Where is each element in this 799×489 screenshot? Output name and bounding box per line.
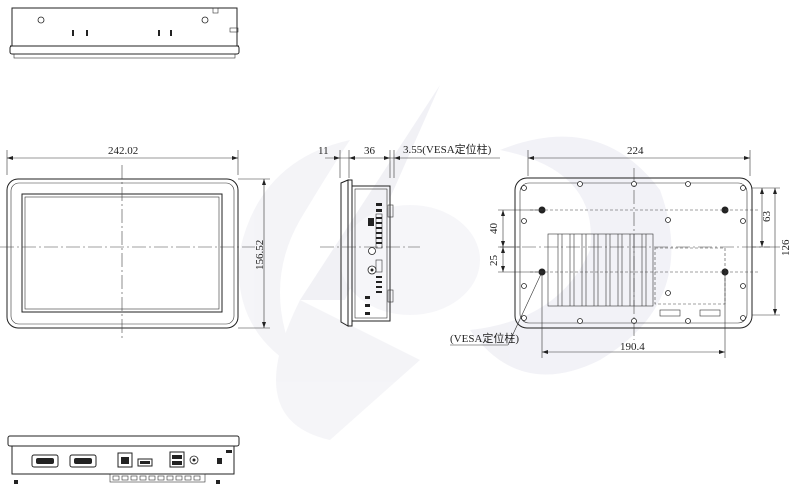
- rear-bottom-width-dim: 190.4: [620, 341, 645, 353]
- rear-vesa-label: (VESA定位柱): [450, 331, 519, 345]
- front-height-dim: 156.52: [254, 240, 266, 270]
- bottom-view: [7, 435, 240, 484]
- rear-width-dim: 224: [627, 145, 644, 157]
- rear-vesa-offset-dim: 63: [761, 211, 773, 223]
- rear-left-upper-dim: 40: [488, 223, 500, 235]
- side-front-depth-dim: 11: [318, 145, 329, 157]
- rear-height-dim: 126: [780, 239, 792, 256]
- front-width-dim: 242.02: [108, 145, 138, 157]
- rear-left-lower-dim: 25: [488, 255, 500, 267]
- side-vesa-dim: 3.55(VESA定位柱): [403, 142, 492, 156]
- watermark-logo: [238, 85, 672, 440]
- side-body-depth-dim: 36: [364, 145, 376, 157]
- top-view: [9, 7, 240, 59]
- side-view: [320, 150, 500, 327]
- front-view: [0, 150, 270, 340]
- rear-view: [450, 150, 780, 358]
